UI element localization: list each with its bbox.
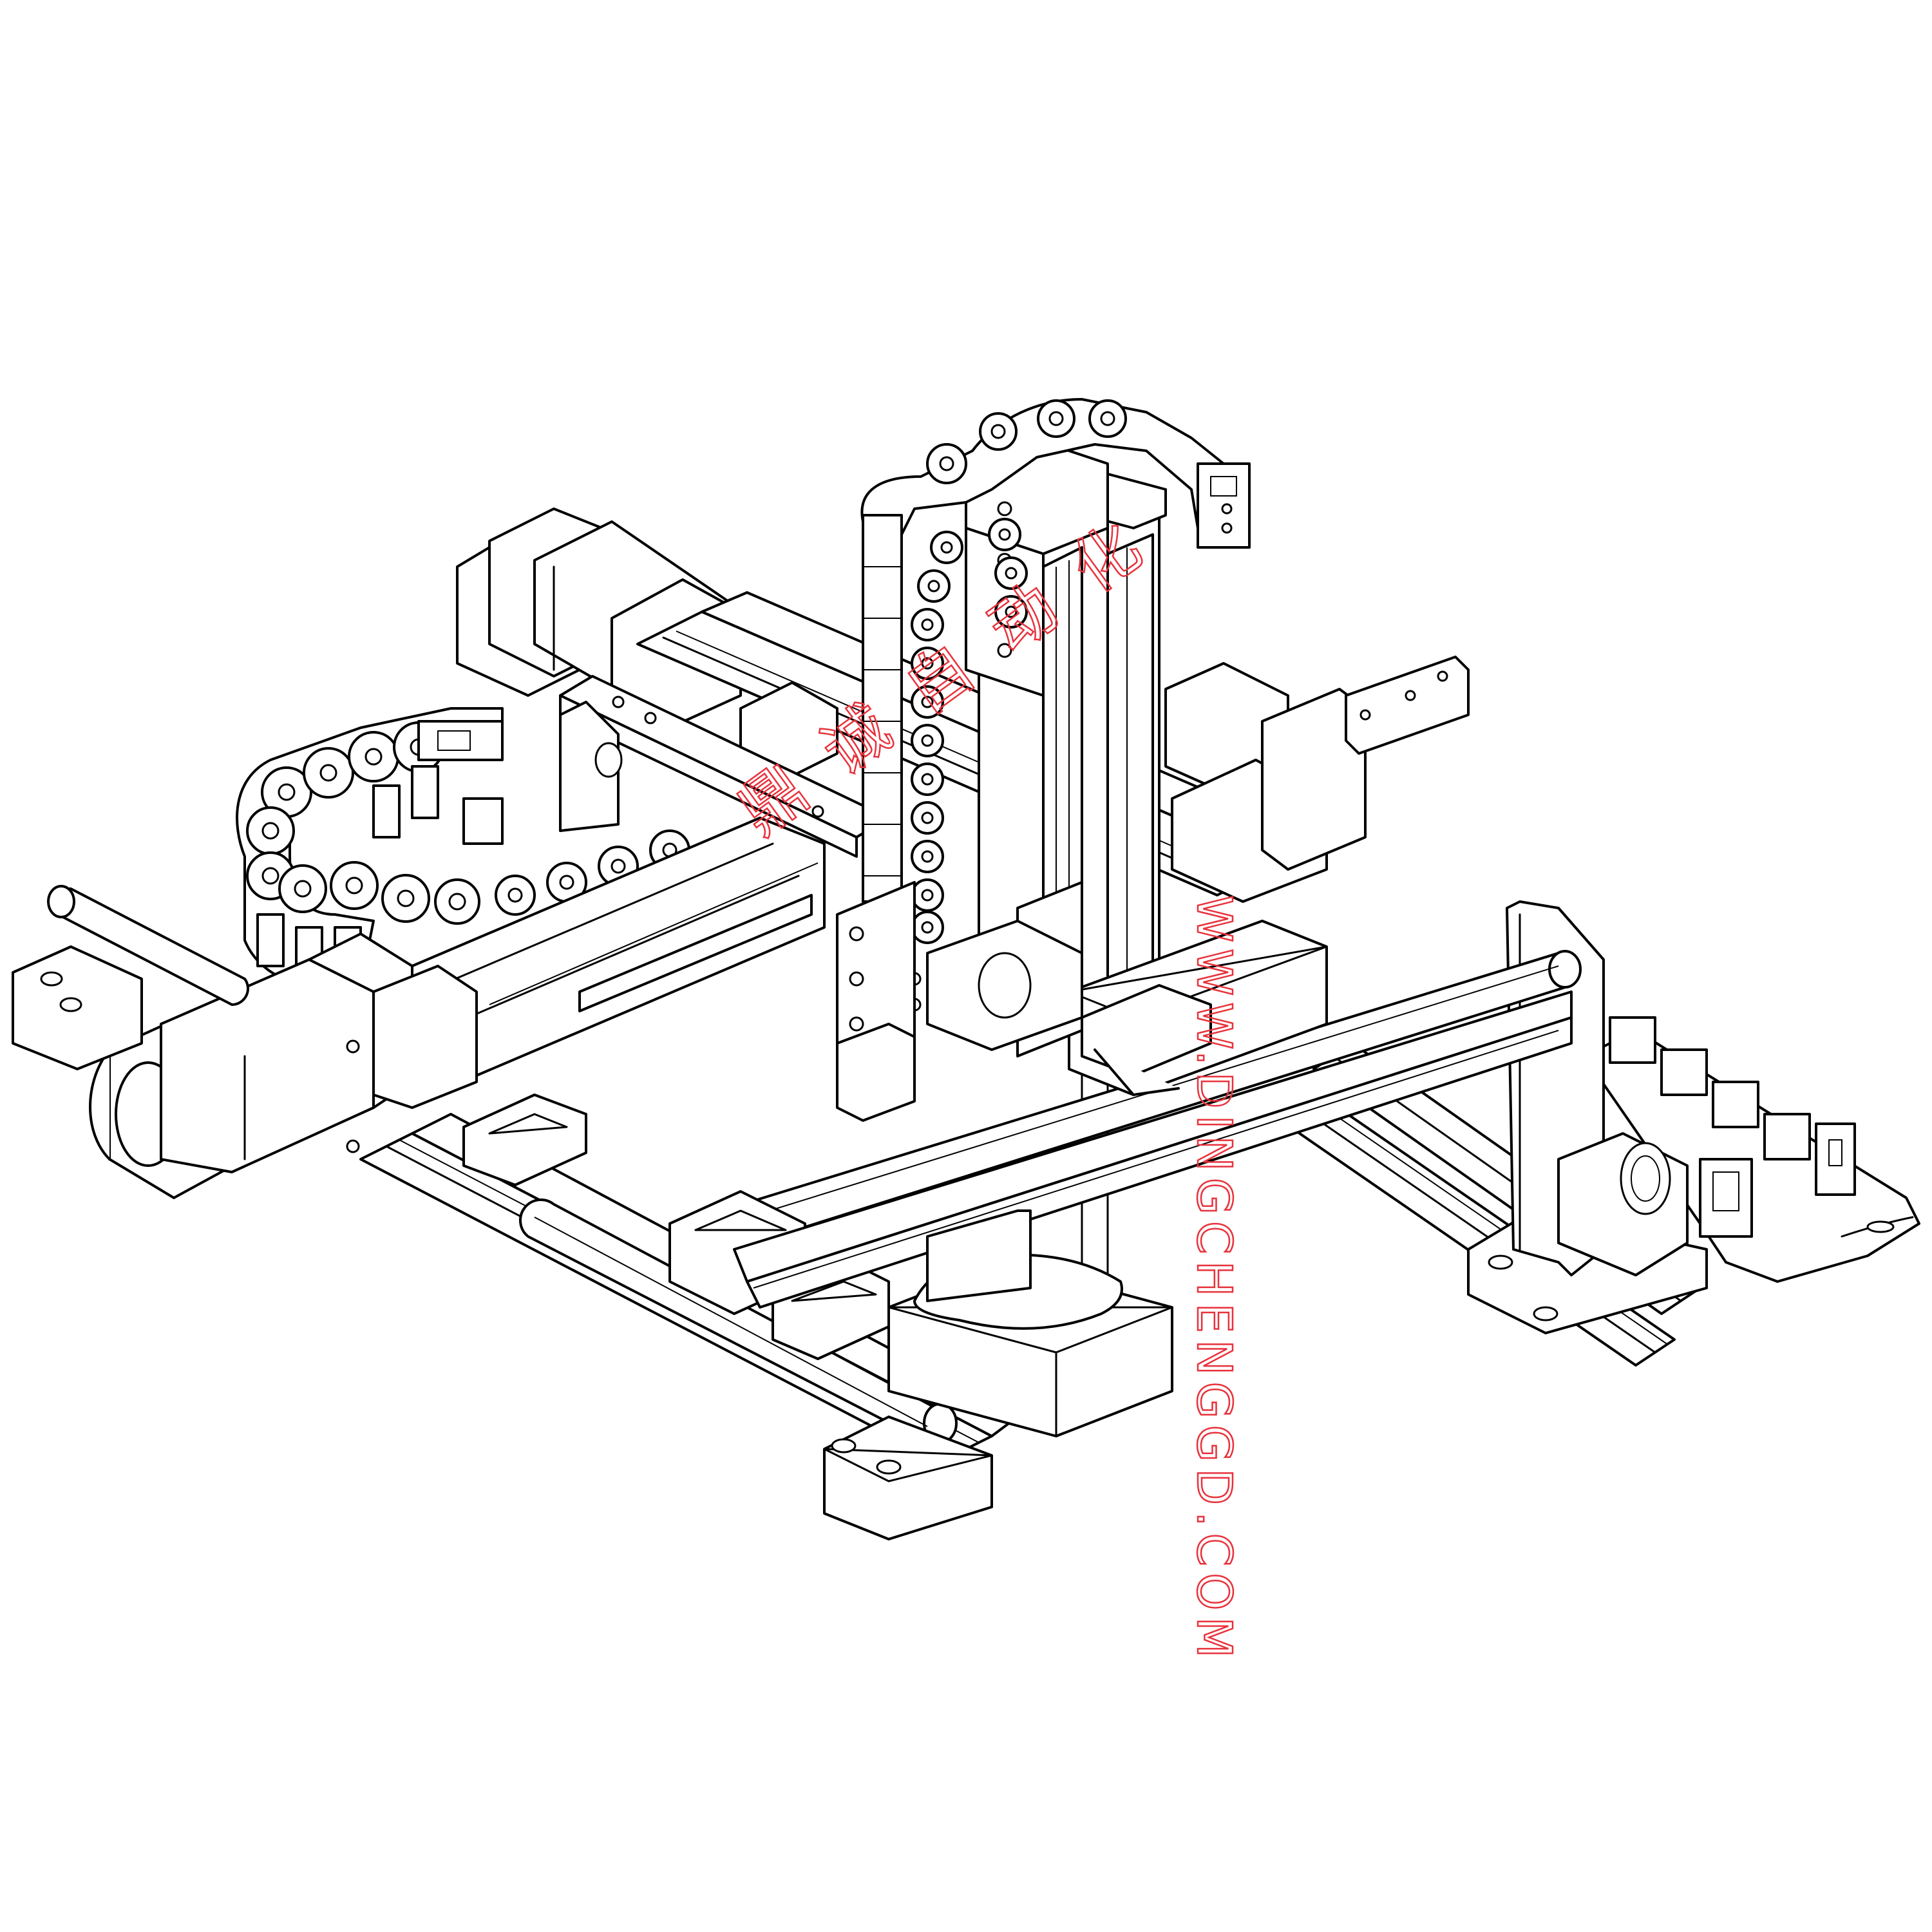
right-drag-chain bbox=[1609, 1016, 1856, 1238]
z-axis-drag-chain bbox=[860, 398, 1251, 944]
z-axis-base-motor bbox=[887, 1209, 1173, 1437]
left-rear-guide-rod bbox=[47, 885, 249, 1006]
right-y-axis-motor bbox=[1164, 656, 1470, 903]
left-rear-base-foot bbox=[12, 945, 143, 1070]
left-x-axis-motor bbox=[89, 933, 478, 1199]
front-left-base-foot bbox=[823, 1416, 993, 1540]
watermark-url-text: WWW.DINGCHENGGD.COM bbox=[1186, 895, 1242, 1664]
left-rail-carriage-a bbox=[462, 1094, 587, 1186]
right-rail-carriage bbox=[1081, 984, 1212, 1096]
y-axis-support-bracket bbox=[559, 675, 890, 858]
